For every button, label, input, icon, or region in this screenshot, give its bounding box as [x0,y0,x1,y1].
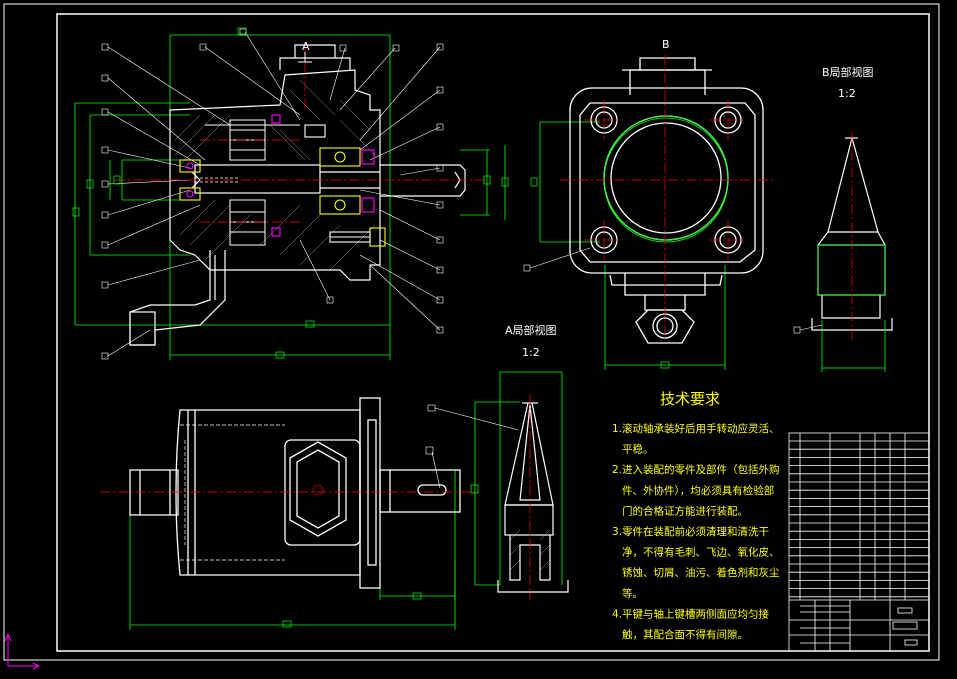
end-view-b[interactable]: B [523,38,775,370]
sheet-outer-border [3,3,940,661]
title-block [788,432,930,652]
tech-req-title: 技术要求 [660,390,720,408]
technical-requirements: 技术要求 1.滚动轴承装好后用手转动应灵活、平稳。 2.进入装配的零件及部件（包括… [612,390,780,641]
main-section-view[interactable]: A [4,27,509,670]
tech-req-line: 2.进入装配的零件及部件（包括外购 [612,463,780,476]
tech-req-line: 1.滚动轴承装好后用手转动应灵活、 [612,422,780,435]
tech-req-line: 4.平键与轴上键槽两侧面应均匀接 [612,607,770,620]
tech-req-line: 锈蚀、切屑、油污、着色剂和灰尘 [622,566,780,579]
section-label-b: B [662,38,670,51]
tech-req-line: 平稳。 [622,443,654,456]
sheet-inner-border [56,13,930,652]
ucs-icon [4,632,41,670]
tech-req-line: 3.零件在装配前必须清理和清洗干 [612,525,769,538]
tech-req-lines: 1.滚动轴承装好后用手转动应灵活、平稳。 2.进入装配的零件及部件（包括外购件、外… [612,422,780,641]
tech-req-line: 净，不得有毛刺、飞边、氧化皮、 [622,546,780,559]
detail-view-b[interactable]: B局部视图 1:2 [793,65,893,372]
section-label-a: A [302,40,310,53]
tech-req-line: 触，其配合面不得有间隙。 [622,628,748,641]
detail-a-title: A局部视图 [505,323,557,337]
tech-req-line: 件、外协件），均必须具有检验部 [622,484,774,497]
tech-req-line: 等。 [622,587,643,600]
side-view[interactable] [100,397,475,630]
detail-a-scale: 1:2 [522,346,540,359]
detail-view-a[interactable]: A局部视图 1:2 [427,323,569,600]
tech-req-line: 门的合格证方能进行装配。 [622,504,748,517]
detail-b-title: B局部视图 [822,65,874,79]
detail-b-scale: 1:2 [838,87,856,100]
